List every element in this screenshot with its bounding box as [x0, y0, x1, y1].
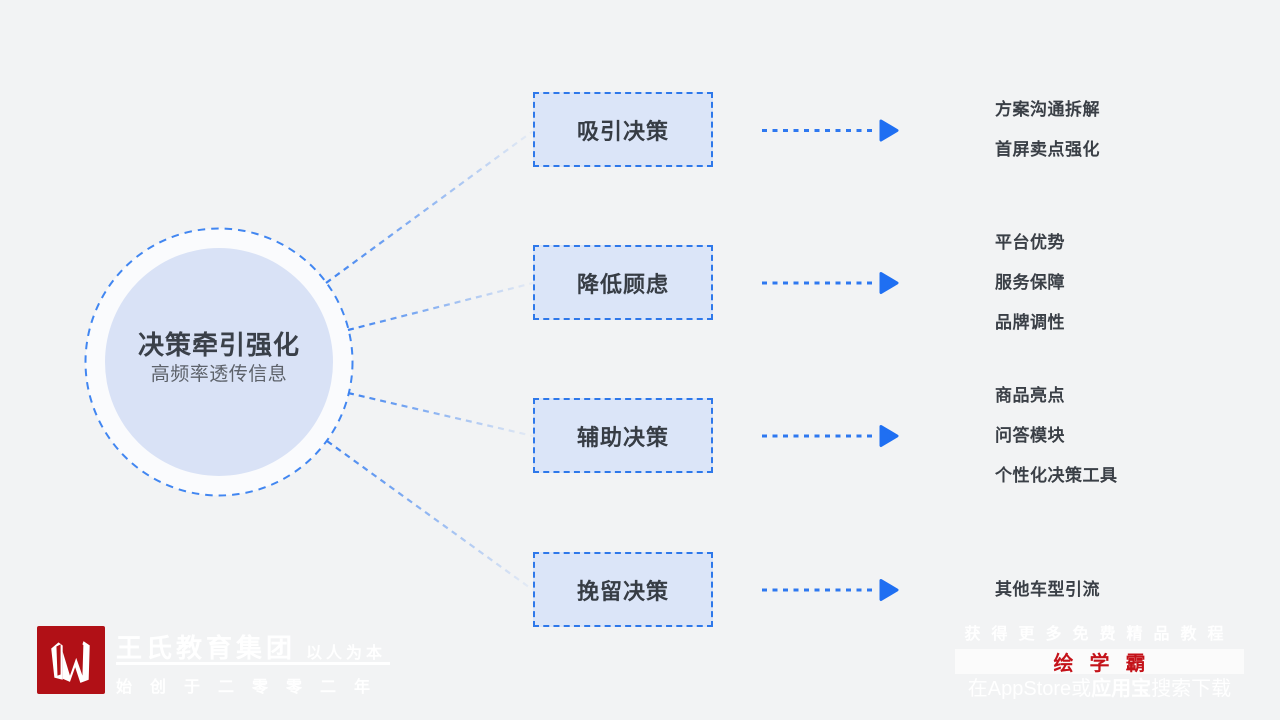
company-name-row: 王氏教育集团 以人为本	[116, 628, 396, 665]
list-item: 其他车型引流	[995, 580, 1100, 599]
promo-line2-suffix: 搜索下载	[1151, 678, 1232, 700]
arrowhead-icon	[879, 272, 899, 294]
list-item: 方案沟通拆解	[995, 100, 1100, 119]
list-item: 平台优势	[995, 233, 1065, 252]
arrow-row-4	[762, 579, 899, 601]
footer-divider-line	[116, 662, 390, 665]
arrowhead-icon	[879, 119, 899, 142]
connector-line-4	[326, 440, 534, 591]
promo-watermark: 获得更多免费精品教程 绘学霸 在AppStore或应用宝搜索下载	[955, 624, 1244, 701]
company-slogan: 以人为本	[306, 645, 387, 662]
item-list-retain: 其他车型引流	[995, 577, 1255, 603]
arrow-row-2	[762, 272, 899, 294]
arrowhead-icon	[879, 425, 899, 447]
company-watermark: 王氏教育集团 以人为本 始创于二零零二年	[37, 626, 397, 696]
list-item: 服务保障	[995, 273, 1065, 292]
branch-label: 辅助决策	[576, 424, 669, 450]
center-node: 决策牵引强化 高频率透传信息	[89, 328, 349, 388]
center-title: 决策牵引强化	[137, 330, 300, 360]
promo-line2-prefix: 在AppStore或	[967, 678, 1092, 700]
promo-line2-store: 应用宝	[1091, 678, 1152, 700]
promo-line2: 在AppStore或应用宝搜索下载	[955, 677, 1244, 701]
company-logo	[37, 626, 105, 694]
list-item: 首屏卖点强化	[995, 140, 1100, 159]
center-subtitle: 高频率透传信息	[150, 364, 288, 385]
arrow-row-3	[762, 425, 899, 447]
center-circle-fill	[105, 248, 333, 476]
list-item: 个性化决策工具	[995, 466, 1118, 485]
w-logo-icon	[51, 641, 90, 683]
branch-label: 降低顾虑	[576, 271, 669, 297]
connector-line-3	[347, 391, 534, 438]
branch-box-attract: 吸引决策	[533, 92, 713, 167]
branch-box-reduce-concern: 降低顾虑	[533, 245, 713, 320]
arrowhead-icon	[879, 579, 899, 601]
company-since: 始创于二零零二年	[116, 679, 389, 696]
item-list-assist: 商品亮点 问答模块 个性化决策工具	[995, 383, 1255, 489]
connector-line-1	[325, 130, 534, 284]
item-list-attract: 方案沟通拆解 首屏卖点强化	[995, 97, 1255, 163]
arrow-row-1	[762, 119, 899, 142]
branch-box-retain: 挽留决策	[533, 552, 713, 627]
brand-name: 绘学霸	[1053, 653, 1162, 675]
promo-line1: 获得更多免费精品教程	[964, 626, 1235, 643]
item-list-reduce-concern: 平台优势 服务保障 品牌调性	[995, 230, 1255, 336]
list-item: 问答模块	[995, 426, 1065, 445]
brand-banner: 绘学霸	[955, 649, 1244, 675]
branch-label: 吸引决策	[576, 118, 669, 144]
list-item: 品牌调性	[995, 313, 1065, 332]
branch-label: 挽留决策	[576, 578, 669, 604]
connector-line-2	[347, 281, 534, 332]
list-item: 商品亮点	[995, 386, 1065, 405]
company-name: 王氏教育集团	[116, 633, 297, 663]
branch-box-assist: 辅助决策	[533, 398, 713, 473]
